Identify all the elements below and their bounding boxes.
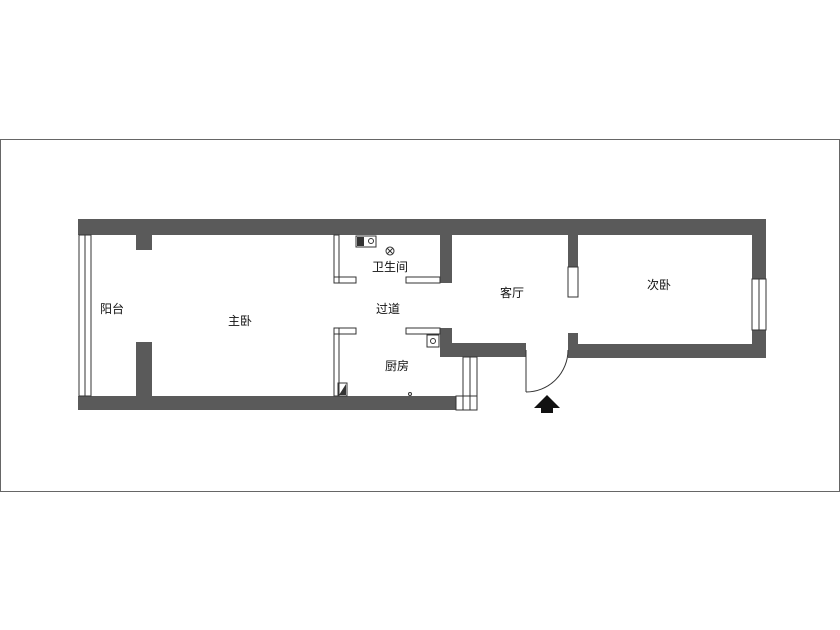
drawing-frame — [0, 139, 840, 492]
wall-balcony-post-lower — [136, 342, 152, 396]
room-label-master-bedroom: 主卧 — [228, 314, 252, 328]
toilet-icon — [355, 235, 377, 248]
wall-bedroom2-post — [568, 333, 578, 358]
room-label-balcony: 阳台 — [100, 301, 124, 316]
wall-right-upper — [752, 219, 766, 279]
wall-living-bedroom2 — [568, 235, 578, 267]
room-label-living-room: 客厅 — [500, 285, 524, 300]
wall-bottom-main — [78, 396, 456, 410]
wall-bottom-bedroom2 — [568, 344, 766, 358]
room-label-bathroom: 卫生间 — [372, 260, 408, 274]
balcony-window — [78, 234, 92, 397]
bathroom-partitions — [333, 234, 441, 284]
room-label-hallway: 过道 — [376, 302, 400, 316]
wall-bottom-living — [440, 343, 526, 357]
kitchen-window — [455, 356, 478, 411]
walls — [78, 219, 766, 410]
sink-icon — [426, 334, 440, 348]
room-label-kitchen: 厨房 — [385, 358, 409, 373]
wall-balcony-post-upper — [136, 235, 152, 250]
floor-drain-icon — [385, 246, 395, 256]
room-label-second-bedroom: 次卧 — [647, 278, 671, 292]
wall-bath-living — [440, 235, 452, 283]
wall-kitchen-living — [440, 328, 452, 357]
bedroom2-window — [751, 278, 767, 331]
kitchen-drain-icon — [408, 392, 412, 396]
bedroom2-partition — [567, 266, 579, 298]
wall-top — [78, 219, 766, 235]
wall-left-top — [78, 219, 84, 235]
entrance-arrow-icon — [534, 395, 560, 413]
kitchen-partitions — [333, 327, 441, 397]
door-swing-icon — [525, 349, 569, 393]
kitchen-appliance-icon — [337, 382, 348, 397]
